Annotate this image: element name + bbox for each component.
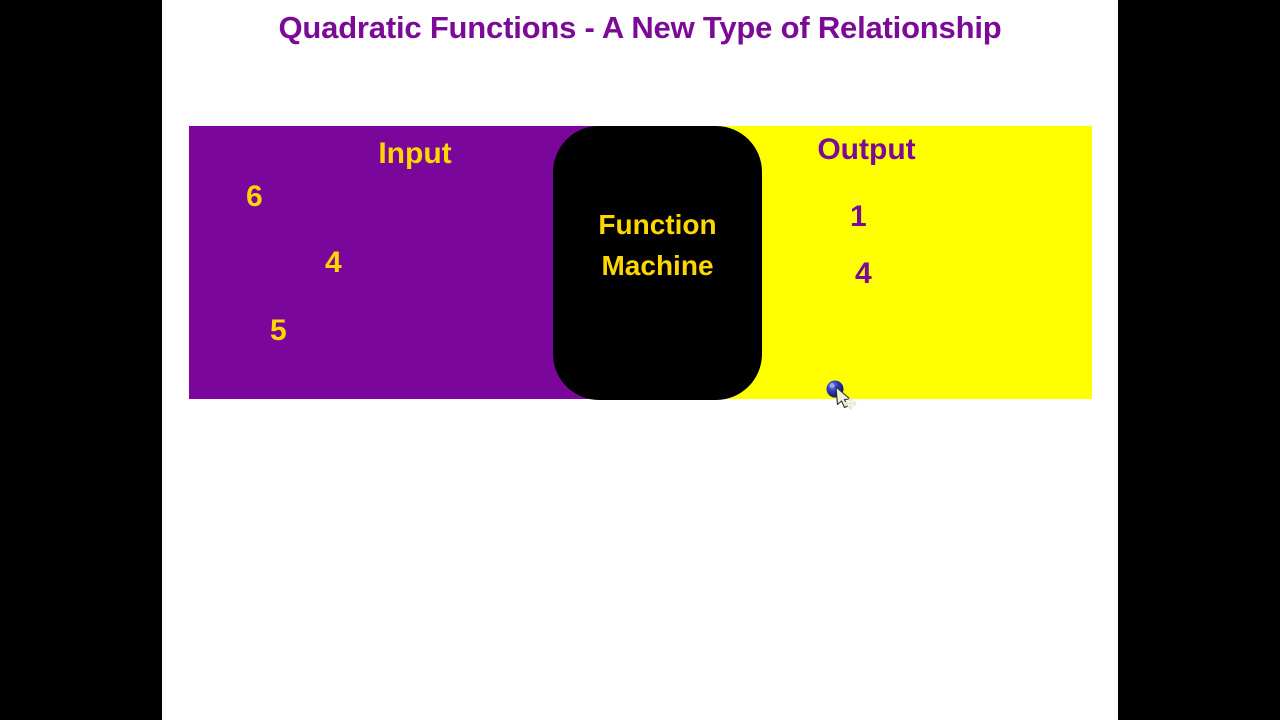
slide-canvas: Quadratic Functions - A New Type of Rela…: [162, 0, 1118, 720]
function-machine-box: Function Machine: [553, 126, 762, 400]
input-panel-heading: Input: [378, 137, 452, 170]
output-value-token: 4: [855, 257, 872, 290]
page-title: Quadratic Functions - A New Type of Rela…: [278, 10, 1002, 45]
function-machine-label: Function Machine: [598, 209, 717, 281]
input-value-token: 6: [246, 180, 263, 213]
input-value-token: 5: [270, 314, 287, 347]
output-panel-heading: Output: [817, 133, 916, 166]
input-value-token: 4: [325, 246, 342, 279]
function-machine-diagram: Input Output 6 4 5 1 4 Function Machine: [189, 126, 1092, 410]
output-value-token: 1: [850, 200, 867, 233]
